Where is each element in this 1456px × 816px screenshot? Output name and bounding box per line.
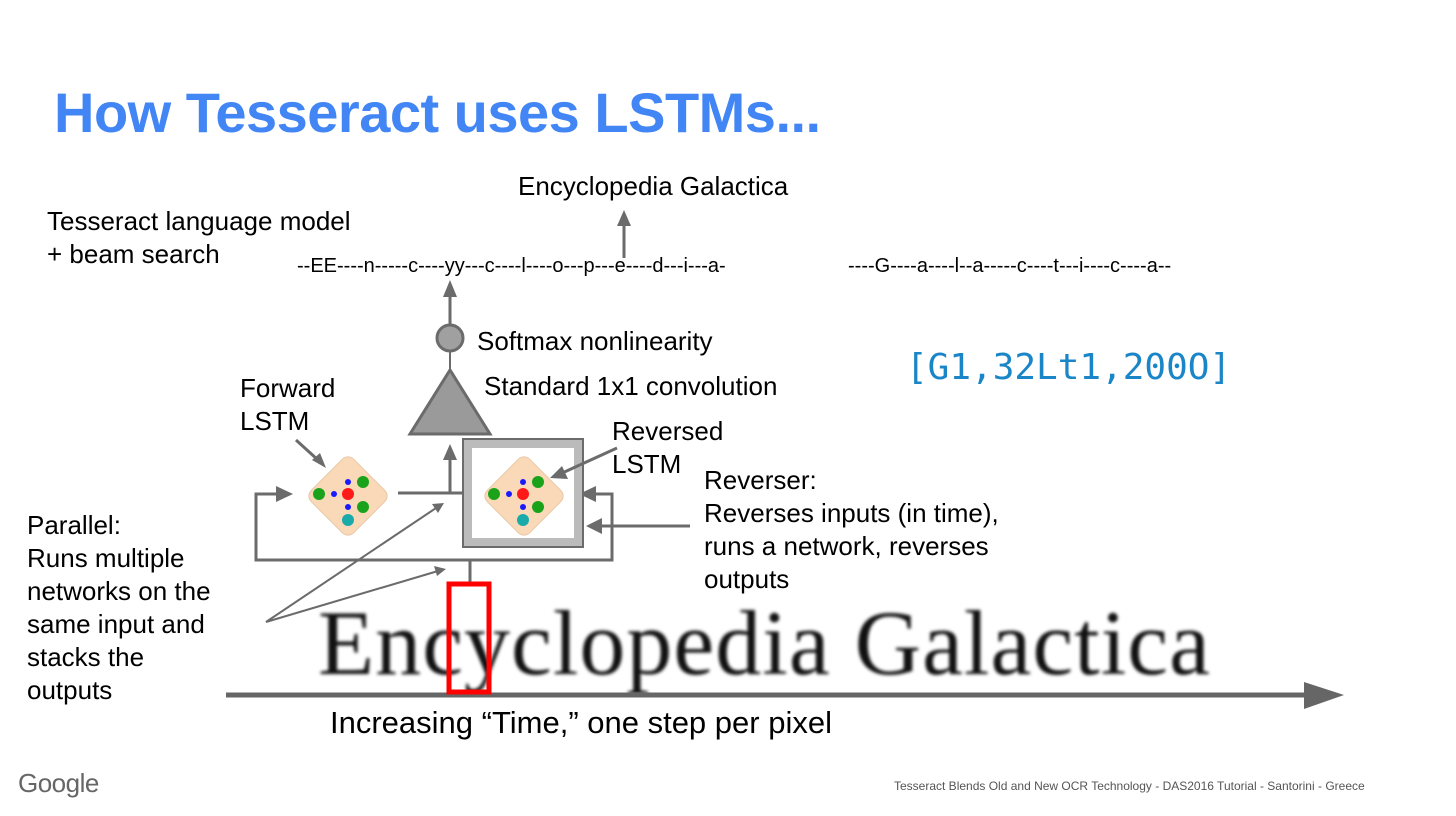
reversed-lstm-cell-icon (484, 456, 564, 536)
reversed-lstm-pointer-icon (550, 446, 618, 479)
forward-lstm-line-1: Forward (240, 373, 336, 403)
arrow-up-to-output-icon (617, 210, 631, 258)
softmax-node-icon (435, 323, 465, 353)
language-model-line-2: + beam search (47, 239, 220, 269)
forward-lstm-line-2: LSTM (240, 406, 310, 436)
convolution-triangle-icon (407, 367, 493, 436)
forward-lstm-label: Forward LSTM (240, 372, 335, 438)
language-model-line-1: Tesseract language model (47, 206, 351, 236)
forward-lstm-pointer-icon (294, 438, 326, 468)
ctc-sequence-part1: --EE----n-----c----yy---c----l----o---p-… (297, 255, 726, 277)
parallel-line-1: Parallel: (27, 510, 121, 540)
parallel-line-4: same input and (27, 609, 205, 639)
parallel-line-3: networks on the (27, 576, 211, 606)
reversed-lstm-line-2: LSTM (612, 449, 682, 479)
parallel-line-6: outputs (27, 675, 113, 705)
parallel-loop-left (254, 492, 470, 562)
arrow-up-to-sequence-icon (443, 280, 457, 324)
footer-text: Tesseract Blends Old and New OCR Technol… (894, 779, 1365, 793)
reverser-label: Reverser: Reverses inputs (in time), run… (704, 464, 999, 596)
reverser-pointer-icon (586, 518, 690, 534)
reverser-line-1: Reverser: (704, 465, 817, 495)
parallel-label: Parallel: Runs multiple networks on the … (27, 509, 211, 707)
input-image-text: Encyclopedia Galactica (318, 592, 1211, 694)
network-spec: [G1,32Lt1,200O] (906, 347, 1232, 388)
reversed-lstm-label: Reversed LSTM (612, 415, 723, 481)
ctc-sequence-part2: ----G----a----l--a-----c----t---i----c--… (848, 255, 1172, 277)
sliding-window-highlight (446, 581, 492, 695)
parallel-pointer-icon (265, 503, 446, 623)
reversed-lstm-line-1: Reversed (612, 416, 724, 446)
conv-label: Standard 1x1 convolution (484, 371, 778, 401)
softmax-label: Softmax nonlinearity (477, 326, 713, 356)
reverser-line-2: Reverses inputs (in time), (704, 498, 999, 528)
google-logo: Google (18, 768, 99, 798)
language-model-label: Tesseract language model + beam search (47, 205, 351, 271)
output-text: Encyclopedia Galactica (518, 171, 789, 201)
arrow-stack-to-conv-icon (443, 444, 457, 492)
forward-lstm-cell-icon (308, 456, 388, 536)
slide-title: How Tesseract uses LSTMs... (54, 81, 821, 144)
time-axis-arrow-icon (226, 682, 1344, 709)
parallel-line-2: Runs multiple (27, 543, 185, 573)
reverser-line-3: runs a network, reverses (704, 531, 989, 561)
parallel-line-5: stacks the (27, 642, 145, 672)
reverser-line-4: outputs (704, 564, 790, 594)
time-axis-label: Increasing “Time,” one step per pixel (330, 705, 832, 740)
